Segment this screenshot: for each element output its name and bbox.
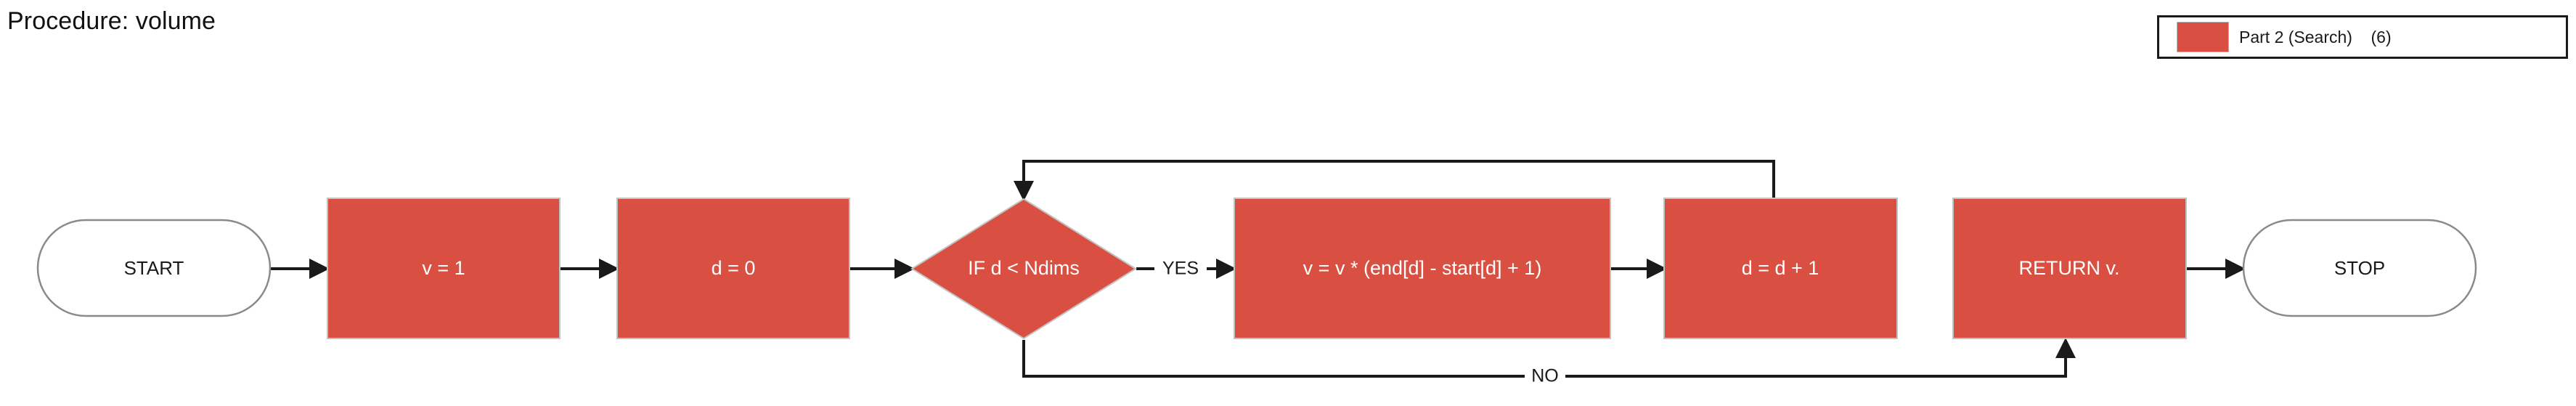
edge-increment-loop-back-to-condition [1014,160,1775,201]
node-increment-d-label: d = d + 1 [1742,257,1819,279]
edge-label-no-background [1525,363,1565,389]
node-start[interactable] [36,219,272,317]
node-init-v[interactable] [327,198,561,339]
node-start-label: START [124,257,184,279]
node-accumulate-label: v = v * (end[d] - start[d] + 1) [1303,257,1542,279]
page-title: Procedure: volume [7,7,216,35]
node-accumulate[interactable] [1234,198,1611,339]
node-init-d-label: d = 0 [712,257,756,279]
legend-color-swatch [2177,22,2229,52]
node-return-v[interactable] [1952,198,2187,339]
node-init-d[interactable] [616,198,850,339]
node-condition-label: IF d < Ndims [968,257,1080,279]
edge-label-yes-background [1154,256,1207,282]
node-stop-label: STOP [2334,257,2385,279]
node-return-v-label: RETURN v. [2019,257,2120,279]
edge-label-yes: YES [1162,259,1199,279]
node-condition[interactable] [910,198,1137,340]
node-init-v-label: v = 1 [422,257,465,279]
legend-box: Part 2 (Search) (6) [2157,15,2568,59]
node-increment-d[interactable] [1663,198,1898,339]
edge-label-no: NO [1531,366,1559,386]
legend-label: Part 2 (Search) (6) [2239,27,2392,46]
node-stop[interactable] [2242,219,2477,317]
legend-entry: Part 2 (Search) (6) [2159,17,2566,57]
